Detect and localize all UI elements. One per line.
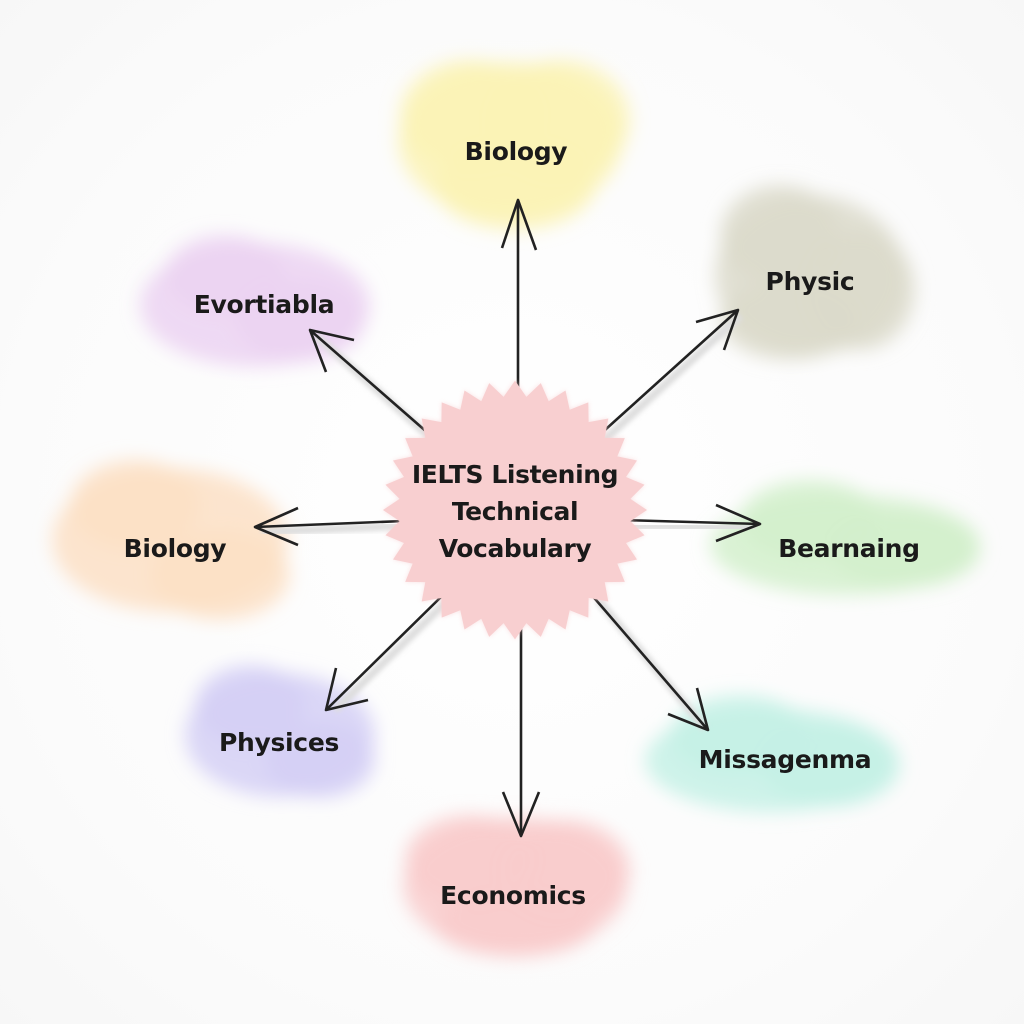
topic-label-biology-top: Biology bbox=[465, 137, 568, 166]
arrow-to-top-left bbox=[308, 328, 443, 449]
topic-label-biology-left: Biology bbox=[124, 534, 227, 563]
cloud-top-right-blob bbox=[720, 280, 860, 360]
arrow-to-bottom-right-shaft bbox=[589, 592, 709, 731]
arrow-to-bottom-left bbox=[324, 594, 451, 713]
cloud-left-blob bbox=[70, 460, 200, 550]
arrow-to-top-left-head bbox=[308, 328, 355, 373]
arrow-to-right-shadow bbox=[625, 522, 756, 532]
arrow-to-top bbox=[500, 198, 538, 405]
arrow-to-bottom-left-shaft bbox=[325, 594, 444, 711]
cloud-top-blob bbox=[435, 140, 595, 230]
cloud-bottom-left-blob bbox=[195, 665, 305, 745]
arrow-to-left bbox=[253, 506, 405, 547]
center-title-line-3: Vocabulary bbox=[439, 534, 592, 563]
arrow-to-top-right-shaft bbox=[595, 309, 739, 439]
topic-label-bearnaing: Bearnaing bbox=[778, 534, 919, 563]
cloud-right bbox=[710, 480, 980, 595]
cloud-bottom-left-blob bbox=[265, 722, 375, 798]
arrow-to-bottom-right bbox=[589, 592, 710, 732]
cloud-bottom bbox=[403, 815, 630, 957]
topic-label-physices: Physices bbox=[219, 728, 339, 757]
arrow-to-right-shaft bbox=[621, 518, 761, 526]
topic-label-physic: Physic bbox=[766, 267, 855, 296]
cloud-left bbox=[52, 460, 290, 620]
topic-clouds bbox=[52, 60, 980, 957]
cloud-right-blob bbox=[830, 512, 980, 588]
topic-label-economics: Economics bbox=[440, 881, 586, 910]
arrow-to-top-right-head bbox=[695, 308, 740, 351]
cloud-top-left bbox=[140, 235, 370, 367]
cloud-left-blob bbox=[150, 530, 290, 620]
arrow-to-left-head bbox=[253, 506, 299, 547]
arrow-to-bottom bbox=[501, 618, 541, 838]
cloud-bottom-right bbox=[645, 695, 900, 812]
cloud-top-left-blob bbox=[235, 278, 365, 362]
arrow-to-bottom-left-shadow bbox=[332, 597, 451, 713]
arrow-to-left-shaft bbox=[254, 519, 405, 529]
arrow-to-bottom-right-head bbox=[667, 687, 710, 732]
topic-labels: Biology Physic Bearnaing Missagenma Econ… bbox=[124, 137, 920, 910]
arrow-to-right-head bbox=[715, 503, 762, 543]
center-node: IELTS Listening Technical Vocabulary bbox=[383, 380, 647, 640]
center-title-line-1: IELTS Listening bbox=[412, 460, 618, 489]
arrow-to-right bbox=[621, 503, 762, 543]
cloud-bottom-right-blob bbox=[760, 723, 900, 807]
arrows bbox=[253, 198, 762, 838]
cloud-bottom-blob bbox=[435, 893, 595, 957]
arrow-to-top-head bbox=[500, 198, 538, 251]
cloud-top bbox=[398, 60, 630, 230]
arrow-to-top-right bbox=[595, 308, 743, 445]
arrow-to-top-left-shaft bbox=[309, 329, 437, 441]
arrow-to-bottom-head bbox=[501, 791, 541, 838]
arrow-to-left-shadow bbox=[261, 522, 401, 536]
arrow-to-bottom-left-head bbox=[324, 667, 369, 712]
topic-label-evortiabla: Evortiabla bbox=[194, 290, 335, 319]
cloud-top-right-blob bbox=[720, 185, 840, 285]
center-title-line-2: Technical bbox=[452, 497, 578, 526]
center-starburst bbox=[383, 380, 647, 640]
topic-label-missagenma: Missagenma bbox=[699, 745, 872, 774]
arrow-to-top-right-shadow bbox=[599, 313, 743, 445]
cloud-top-right bbox=[715, 185, 915, 360]
